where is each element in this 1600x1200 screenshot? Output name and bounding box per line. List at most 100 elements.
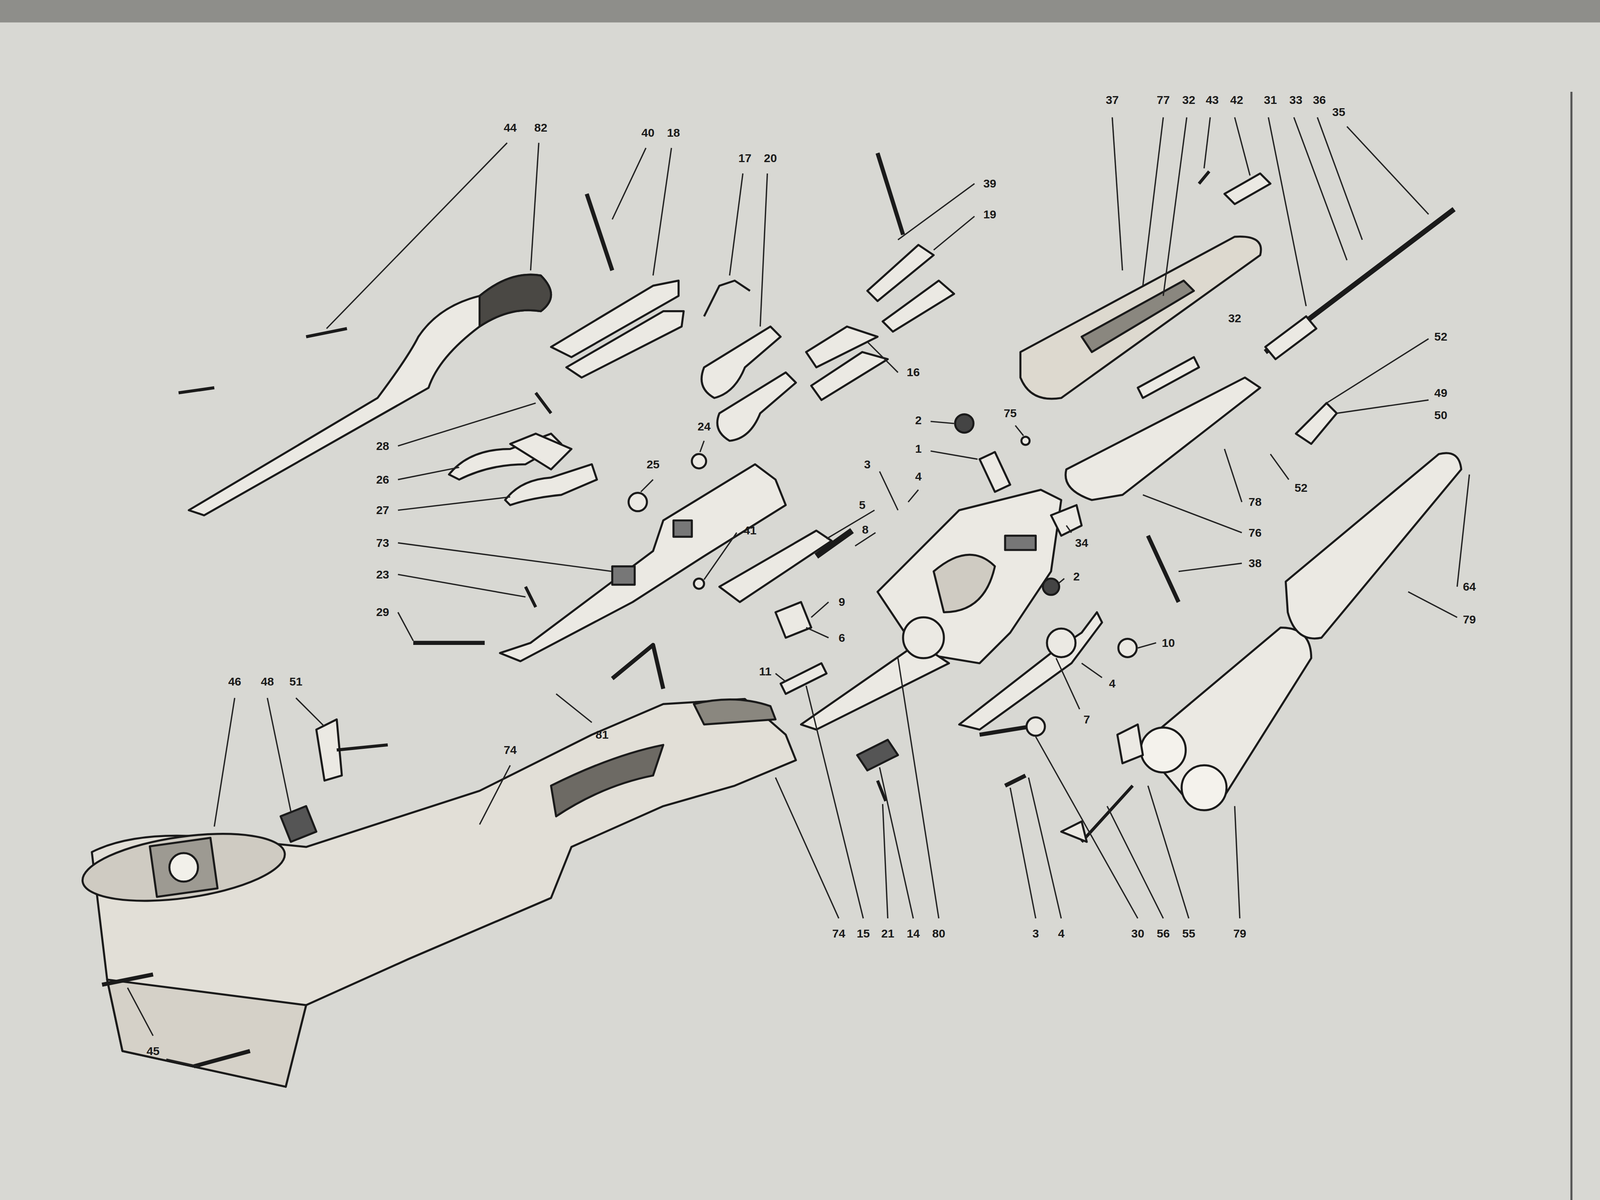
drawing-line bbox=[811, 601, 829, 618]
callout-number: 25 bbox=[646, 458, 660, 471]
drawing-line bbox=[535, 392, 551, 414]
drawing-line bbox=[908, 489, 919, 502]
drawing-line bbox=[691, 453, 707, 469]
drawing-line bbox=[1336, 400, 1429, 414]
callout-number: 29 bbox=[376, 606, 390, 618]
drawing-line bbox=[413, 640, 485, 645]
drawing-line bbox=[1026, 717, 1045, 736]
drawing-line bbox=[1021, 436, 1030, 445]
callout-number: 16 bbox=[906, 366, 920, 379]
drawing-line bbox=[566, 311, 684, 378]
callout-number: 4 bbox=[915, 470, 922, 483]
drawing-line bbox=[930, 451, 978, 460]
callout-number: 17 bbox=[738, 152, 752, 165]
drawing-line bbox=[703, 532, 737, 580]
drawing-line bbox=[1015, 425, 1024, 436]
drawing-line bbox=[1065, 377, 1261, 500]
drawing-line bbox=[933, 216, 975, 250]
drawing-line bbox=[653, 148, 672, 276]
callout-number: 76 bbox=[1248, 526, 1262, 539]
drawing-line bbox=[530, 142, 539, 271]
callout-number: 44 bbox=[503, 121, 517, 134]
drawing-line bbox=[479, 274, 552, 327]
callout-number: 21 bbox=[881, 927, 895, 940]
callout-number: 3 bbox=[864, 458, 871, 471]
callout-number: 11 bbox=[758, 665, 772, 678]
drawing-line bbox=[336, 744, 388, 750]
drawing-line bbox=[612, 566, 635, 585]
callout-number: 3 bbox=[1032, 927, 1040, 940]
drawing-line bbox=[903, 617, 944, 658]
drawing-line bbox=[955, 414, 974, 433]
drawing-line bbox=[169, 853, 199, 882]
callout-number: 51 bbox=[289, 675, 303, 688]
callout-number: 64 bbox=[1462, 580, 1476, 593]
callout-number: 82 bbox=[534, 121, 548, 134]
callout-number: 55 bbox=[1182, 927, 1196, 940]
drawing-line bbox=[775, 673, 786, 682]
drawing-line bbox=[811, 351, 888, 400]
drawing-line bbox=[1061, 821, 1087, 842]
drawing-line bbox=[806, 685, 864, 919]
drawing-line bbox=[280, 806, 317, 842]
callout-number: 5 bbox=[858, 499, 866, 511]
drawing-line bbox=[882, 803, 888, 919]
callout-number: 20 bbox=[764, 152, 777, 165]
drawing-line bbox=[78, 822, 290, 912]
drawing-line bbox=[1058, 578, 1065, 584]
drawing-line bbox=[525, 586, 536, 608]
callout-number: 79 bbox=[1233, 927, 1247, 940]
callout-number: 23 bbox=[376, 568, 390, 581]
drawing-line bbox=[0, 0, 1600, 23]
drawing-line bbox=[1457, 474, 1470, 587]
drawing-line bbox=[612, 148, 646, 220]
drawing-line bbox=[78, 153, 1462, 1087]
callout-number: 48 bbox=[260, 675, 274, 688]
drawing-line bbox=[150, 837, 218, 897]
drawing-line bbox=[107, 979, 306, 1087]
drawing-line bbox=[826, 510, 875, 539]
drawing-line bbox=[551, 744, 664, 817]
callout-number: 35 bbox=[1332, 106, 1346, 118]
drawing-line bbox=[898, 183, 975, 240]
drawing-line bbox=[398, 612, 414, 641]
callout-number: 26 bbox=[376, 473, 390, 486]
drawing-line bbox=[729, 173, 743, 276]
callout-number: 77 bbox=[1156, 94, 1170, 106]
drawing-line bbox=[326, 142, 508, 329]
callout-number: 6 bbox=[838, 632, 846, 644]
drawing-line bbox=[959, 612, 1103, 730]
callout-number: 28 bbox=[376, 440, 390, 452]
callout-number: 18 bbox=[666, 126, 680, 139]
drawing-line bbox=[857, 739, 898, 771]
callout-number: 81 bbox=[595, 728, 609, 741]
drawing-line bbox=[1203, 117, 1211, 169]
drawing-line bbox=[1081, 280, 1194, 352]
drawing-line bbox=[693, 578, 704, 589]
drawing-line bbox=[979, 451, 1011, 492]
drawing-line bbox=[1148, 535, 1179, 602]
drawing-line bbox=[1140, 627, 1311, 804]
drawing-line bbox=[1293, 117, 1347, 261]
drawing-line bbox=[398, 542, 613, 572]
drawing-line bbox=[717, 372, 796, 441]
drawing-line bbox=[267, 698, 291, 812]
drawing-line bbox=[1066, 525, 1072, 533]
drawing-line bbox=[188, 274, 551, 516]
drawing-line bbox=[760, 173, 768, 327]
callout-number: 7 bbox=[1083, 713, 1091, 726]
callout-number: 49 bbox=[1434, 387, 1448, 399]
callout-number: 43 bbox=[1205, 94, 1219, 106]
drawing-line bbox=[1198, 171, 1209, 184]
callout-number: 38 bbox=[1248, 557, 1262, 570]
callout-number: 37 bbox=[1105, 94, 1119, 106]
callout-number: 45 bbox=[146, 1045, 160, 1058]
drawing-line bbox=[178, 387, 215, 393]
callout-number: 8 bbox=[862, 523, 869, 536]
drawing-line bbox=[1056, 658, 1080, 710]
callout-number: 75 bbox=[1003, 407, 1017, 420]
callout-number: 1 bbox=[915, 442, 922, 455]
drawing-line bbox=[1142, 494, 1242, 533]
